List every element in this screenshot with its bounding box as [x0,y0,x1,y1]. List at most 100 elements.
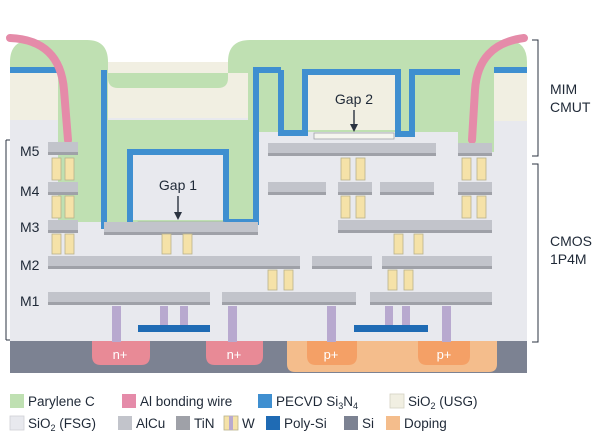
m3-left-tin [48,230,78,233]
via-m5m4-left-b [64,157,75,181]
m3-gap1 [104,222,258,232]
via-m3m2-r-a [393,233,404,255]
legend-label-doping: Doping [404,416,447,431]
m4-left-tin [48,192,78,195]
via-m4m3-left-a [51,195,62,219]
fsg-left-fill [10,120,58,142]
m1-left [48,292,210,302]
usg-left-fill [10,73,58,121]
m5-right-pad [458,143,492,153]
via-m4m3-right-a [461,195,472,219]
m4-left [48,182,78,192]
m5-label: M5 [20,143,40,159]
via-m2m1-b [283,269,294,291]
legend-label-nitride: PECVD Si3N4 [276,394,358,411]
via-m3m2-r-b [413,233,424,255]
n-doping-well-1 [92,341,150,365]
legend-swatch-w-stripe [229,416,233,430]
usg-right-fill [494,73,527,121]
poly-gate-1 [138,325,210,332]
m3-label: M3 [20,219,40,235]
legend-label-bonding-wire: Al bonding wire [140,394,232,409]
m1-mid-tin [222,302,356,305]
cmos-bracket [532,163,539,343]
m2-mid [312,256,372,266]
p-doping-well-1 [307,341,357,365]
m2-mid-tin [312,266,372,269]
m5-center-tin [268,153,436,156]
m2-right-tin [382,266,492,269]
m5-left-pad [48,142,78,152]
m3-gap1-tin [104,232,258,235]
legend-swatch-alcu [118,416,132,430]
m1-left-tin [48,302,210,305]
via-m3m2-g1-a [161,233,172,255]
via-m3m2-g1-b [182,233,193,255]
via-m4m3-left-b [64,195,75,219]
m2-right [382,256,492,266]
bonding-wire-right [468,34,528,144]
m4-center-a-tin [268,192,326,195]
m4-center-b [338,182,372,192]
p-plus-label-1: p+ [324,347,339,362]
legend-swatch-nitride [258,394,272,408]
legend-swatch-doping [386,416,400,430]
contact-g2a [385,306,393,326]
mim-label: MIM [550,81,577,97]
contact-p1 [327,306,336,342]
left-layer-labels: M5 M4 M3 M2 M1 [5,139,40,341]
m4-center-c [380,182,434,192]
contacts [112,306,451,342]
n-plus-label-1: n+ [113,347,128,362]
m4-right-tin [458,192,492,195]
m4-center-a [268,182,326,192]
nitride-gap2 [278,69,460,137]
via-m2m1-a [267,269,278,291]
via-m5m4-left-a [51,157,62,181]
gap2-label: Gap 2 [335,91,373,107]
m3-right [338,220,492,230]
legend-label-parylene: Parylene C [28,394,95,409]
m4-center-b-tin [338,192,372,195]
via-m2m1-c [387,269,398,291]
via-m5m4-right-b [476,157,487,181]
via-m5m4-right-a [461,157,472,181]
contact-g1a [160,306,168,326]
tungsten-vias [51,157,487,291]
legend-label-w: W [242,416,255,431]
p-plus-label-2: p+ [437,347,452,362]
m1-mid [222,292,356,302]
m4-center-c-tin [380,192,434,195]
m1-right-tin [370,302,492,305]
right-brackets [532,39,539,343]
legend-label-alcu: AlCu [136,416,165,431]
m5-left-pad-tin [48,152,78,155]
legend-swatch-parylene [10,394,24,408]
gap1-label: Gap 1 [159,177,197,193]
gap2-cavity [306,73,398,130]
via-m4m3-c-a [340,195,351,219]
m4-label: M4 [20,183,40,199]
legend-label-fsg: SiO2 (FSG) [28,416,96,433]
m1-label: M1 [20,293,40,309]
gap1-arrowhead [174,212,182,220]
m3-right-tin [338,230,492,233]
via-m4m3-c-b [355,195,366,219]
n-plus-label-2: n+ [227,347,242,362]
via-m5m4-c-b [355,157,366,181]
legend-swatch-usg [389,393,405,409]
m2-left-tin [48,266,300,269]
legend-label-poly: Poly-Si [284,416,327,431]
gap2-bottom-electrode [313,132,395,140]
cmut-label: CMUT [550,99,591,115]
contact-p2 [442,306,451,342]
m4-right [458,182,492,192]
legend-swatch-fsg [9,415,25,431]
n-doping-well-2 [206,341,263,365]
contact-g1b [180,306,188,326]
legend-swatch-bonding-wire [122,394,136,408]
contact-g2b [402,306,410,326]
legend-label-si: Si [362,416,374,431]
mim-cmut-bracket [532,39,539,157]
